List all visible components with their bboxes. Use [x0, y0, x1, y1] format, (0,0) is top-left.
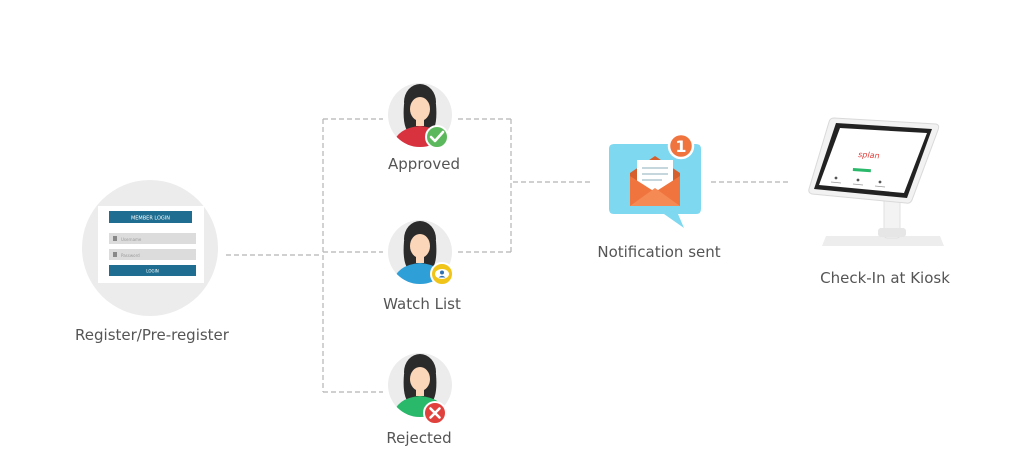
approved-label: Approved [388, 155, 460, 173]
notification-label: Notification sent [597, 243, 721, 261]
check-icon [425, 125, 449, 149]
close-icon [423, 401, 447, 425]
register-label: Register/Pre-register [75, 326, 229, 344]
kiosk-screen [819, 128, 927, 193]
username-field [109, 233, 196, 244]
kiosk-label: Check-In at Kiosk [820, 269, 950, 287]
notification-node: 1 [609, 132, 701, 228]
kiosk-base [822, 236, 944, 246]
login-button [109, 265, 196, 276]
lock-icon [113, 252, 117, 257]
envelope-icon [630, 156, 680, 206]
connector-lines [226, 118, 788, 393]
watch-list-node [388, 220, 454, 286]
notification-badge: 1 [667, 132, 695, 160]
register-node: MEMBER LOGIN Username Password LOGIN [82, 180, 218, 316]
login-title: MEMBER LOGIN [131, 216, 170, 222]
password-field [109, 249, 196, 260]
user-icon [113, 236, 117, 241]
watch-list-label: Watch List [383, 295, 461, 313]
user-eye-icon [430, 262, 454, 286]
login-header [109, 211, 192, 223]
rejected-label: Rejected [386, 429, 452, 447]
password-placeholder: Password [121, 253, 140, 258]
rejected-node [388, 353, 452, 425]
login-button-label: LOGIN [146, 269, 159, 274]
kiosk-node: splan [808, 117, 944, 246]
notification-badge-count: 1 [675, 137, 686, 156]
username-placeholder: Username [121, 237, 142, 242]
kiosk-brand: splan [858, 150, 880, 160]
approved-node [388, 83, 452, 149]
